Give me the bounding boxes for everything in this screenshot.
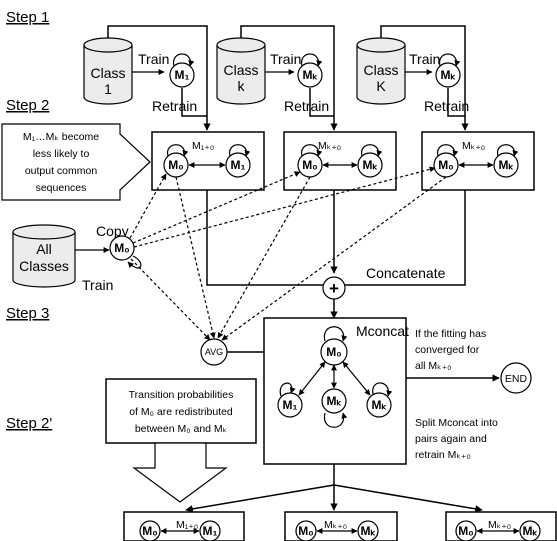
svg-text:M₁: M₁: [203, 524, 218, 538]
classk-db-label-2: k: [238, 78, 246, 94]
transition-line-2: of M₀ are redistributed: [129, 406, 233, 418]
svg-text:M₀: M₀: [438, 158, 453, 172]
svg-text:Mₖ: Mₖ: [522, 524, 538, 538]
mconcat-title: Mconcat: [356, 323, 409, 339]
classK-database: Class K: [356, 37, 406, 105]
train-label-1: Train: [138, 51, 169, 67]
split-line-3: retrain Mₖ₊₀: [415, 449, 471, 461]
step3-label: Step 3: [6, 305, 49, 322]
svg-text:Mₖ: Mₖ: [498, 158, 514, 172]
svg-text:M₁: M₁: [175, 68, 190, 82]
svg-text:M₁: M₁: [283, 398, 298, 412]
svg-text:M₀: M₀: [168, 158, 183, 172]
model-m0-global: M₀: [109, 235, 142, 269]
avg-node: AVG: [200, 338, 228, 366]
pair-box-m1-0: M₁₊₀ M₀ M₁: [151, 131, 265, 191]
mconcat-box: Mconcat M₀ M₁ Mₖ Mₖ: [263, 317, 409, 465]
step1-label: Step 1: [6, 9, 49, 26]
classK-db-label-2: K: [376, 78, 386, 94]
svg-text:Mₖ₊₀: Mₖ₊₀: [488, 519, 511, 531]
all-db-label-1: All: [36, 241, 52, 257]
callout-line-4: sequences: [36, 182, 87, 194]
train-label-K: Train: [409, 51, 440, 67]
concatenate-label: Concatenate: [366, 265, 446, 281]
retrain-label-K: Retrain: [424, 98, 469, 114]
converged-line-1: If the fitting has: [415, 328, 486, 340]
train-label-k: Train: [270, 51, 301, 67]
svg-text:Mₖ: Mₖ: [440, 68, 456, 82]
converged-line-2: converged for: [415, 344, 480, 356]
class1-database: Class 1: [83, 37, 133, 105]
svg-text:Mₖ: Mₖ: [360, 524, 376, 538]
svg-text:M₀: M₀: [298, 524, 313, 538]
svg-text:M₁₊₀: M₁₊₀: [176, 519, 198, 531]
class1-db-label-2: 1: [104, 81, 112, 97]
all-db-label-2: Classes: [19, 258, 69, 274]
svg-text:M₀: M₀: [326, 345, 341, 359]
split-line-2: pairs again and: [415, 433, 487, 445]
end-node: END: [500, 362, 532, 394]
retrain-label-k: Retrain: [284, 98, 329, 114]
svg-text:Mₖ: Mₖ: [326, 394, 342, 408]
svg-text:Mₖ₊₀: Mₖ₊₀: [324, 519, 347, 531]
svg-text:AVG: AVG: [205, 347, 223, 357]
svg-text:M₀: M₀: [302, 158, 317, 172]
transition-line-1: Transition probabilities: [129, 389, 234, 401]
less-likely-callout: M₁…Mₖ become less likely to output commo…: [1, 123, 151, 201]
classK-db-label-1: Class: [363, 62, 398, 78]
svg-text:Mₖ: Mₖ: [362, 158, 378, 172]
bottom-pair-mK-0: Mₖ₊₀ M₀ Mₖ: [445, 511, 557, 541]
pair-title-mK-0: Mₖ₊₀: [462, 140, 485, 152]
split-line-1: Split Mconcat into: [415, 417, 498, 429]
svg-text:+: +: [329, 279, 339, 298]
svg-text:END: END: [505, 373, 528, 385]
copy-label: Copy: [96, 223, 129, 239]
svg-text:Mₖ: Mₖ: [371, 398, 387, 412]
step2prime-label: Step 2': [6, 415, 52, 432]
svg-text:M₀: M₀: [142, 524, 157, 538]
concatenate-node: +: [322, 276, 346, 300]
model-mK-step1: Mₖ: [435, 53, 461, 88]
svg-text:M₀: M₀: [458, 524, 473, 538]
pair-title-m1-0: M₁₊₀: [192, 140, 214, 152]
pair-box-mk-0: Mₖ₊₀ M₀ Mₖ: [283, 131, 397, 191]
svg-text:M₁: M₁: [231, 158, 246, 172]
retrain-label-1: Retrain: [152, 98, 197, 114]
converged-line-3: all Mₖ₊₀: [415, 360, 452, 372]
bottom-pair-mk-0: Mₖ₊₀ M₀ Mₖ: [284, 511, 398, 541]
transition-note: Transition probabilities of M₀ are redis…: [105, 378, 257, 503]
all-classes-database: All Classes: [12, 224, 76, 288]
class1-db-label-1: Class: [90, 65, 125, 81]
model-mk-step1: Mₖ: [297, 53, 323, 88]
classk-database: Class k: [216, 37, 266, 105]
callout-line-3: output common: [25, 165, 98, 177]
pair-box-mK-0: Mₖ₊₀ M₀ Mₖ: [421, 131, 535, 191]
transition-line-3: between M₀ and Mₖ: [135, 423, 227, 435]
classk-db-label-1: Class: [223, 62, 258, 78]
model-m1-step1: M₁: [169, 53, 195, 88]
train-label-all: Train: [82, 277, 113, 293]
svg-text:Mₖ: Mₖ: [302, 68, 318, 82]
pair-title-mk-0: Mₖ₊₀: [318, 140, 341, 152]
bottom-pair-m1-0: M₁₊₀ M₀ M₁: [123, 511, 245, 541]
step2-label: Step 2: [6, 97, 49, 114]
callout-line-1: M₁…Mₖ become: [23, 131, 99, 143]
svg-text:M₀: M₀: [114, 241, 129, 255]
callout-line-2: less likely to: [33, 148, 90, 160]
